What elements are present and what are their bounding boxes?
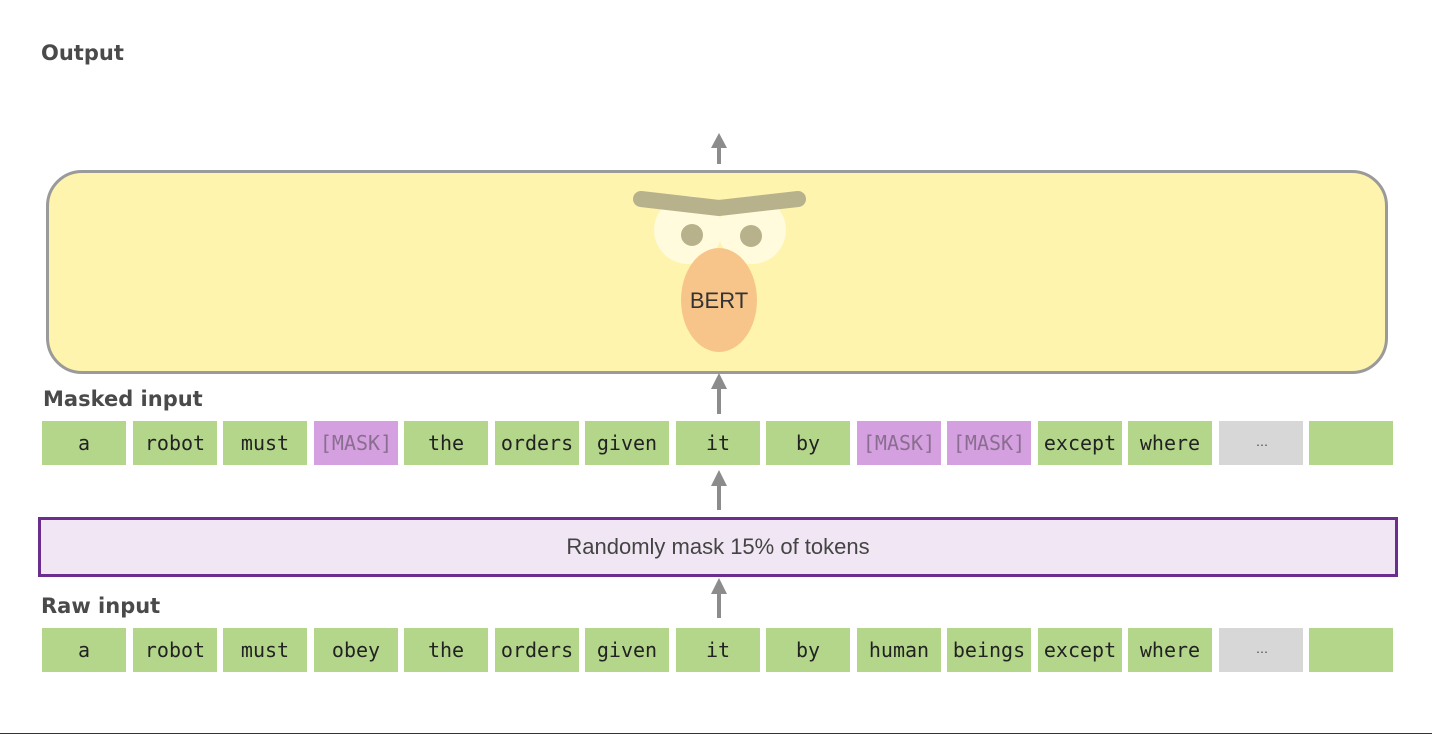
arrow-to-bert	[711, 373, 727, 414]
raw-token: given	[585, 628, 669, 672]
masked-token: robot	[133, 421, 217, 465]
arrow-to-masked-input	[711, 470, 727, 510]
raw-token: except	[1038, 628, 1122, 672]
raw-token: by	[766, 628, 850, 672]
right-pupil	[740, 225, 762, 247]
raw-token: ...	[1219, 628, 1303, 672]
masked-input-label: Masked input	[43, 387, 203, 411]
bert-label: BERT	[690, 288, 748, 313]
masked-token: except	[1038, 421, 1122, 465]
masked-token: [MASK]	[857, 421, 941, 465]
nose	[681, 248, 757, 352]
masked-token: [MASK]	[314, 421, 398, 465]
raw-token: must	[223, 628, 307, 672]
masked-token	[1309, 421, 1393, 465]
raw-token: it	[676, 628, 760, 672]
masked-token: the	[404, 421, 488, 465]
raw-token: orders	[495, 628, 579, 672]
raw-token: human	[857, 628, 941, 672]
masked-token: ...	[1219, 421, 1303, 465]
arrow-to-mask-step	[711, 578, 727, 618]
bert-face-icon	[633, 191, 806, 352]
mask-step-box: Randomly mask 15% of tokens	[38, 517, 1398, 577]
output-label: Output	[41, 41, 124, 65]
bottom-divider	[0, 733, 1432, 734]
masked-token: [MASK]	[947, 421, 1031, 465]
raw-token: a	[42, 628, 126, 672]
masked-token: a	[42, 421, 126, 465]
masked-token: by	[766, 421, 850, 465]
raw-token: where	[1128, 628, 1212, 672]
raw-input-label: Raw input	[41, 594, 161, 618]
raw-token: beings	[947, 628, 1031, 672]
raw-token	[1309, 628, 1393, 672]
masked-token: must	[223, 421, 307, 465]
arrow-to-output	[711, 133, 727, 164]
left-pupil	[681, 224, 703, 246]
raw-token: the	[404, 628, 488, 672]
masked-token: where	[1128, 421, 1212, 465]
eyebrow	[633, 191, 806, 216]
masked-token: orders	[495, 421, 579, 465]
masked-token: it	[676, 421, 760, 465]
raw-token: robot	[133, 628, 217, 672]
mask-step-text: Randomly mask 15% of tokens	[566, 534, 870, 559]
raw-token: obey	[314, 628, 398, 672]
masked-token: given	[585, 421, 669, 465]
